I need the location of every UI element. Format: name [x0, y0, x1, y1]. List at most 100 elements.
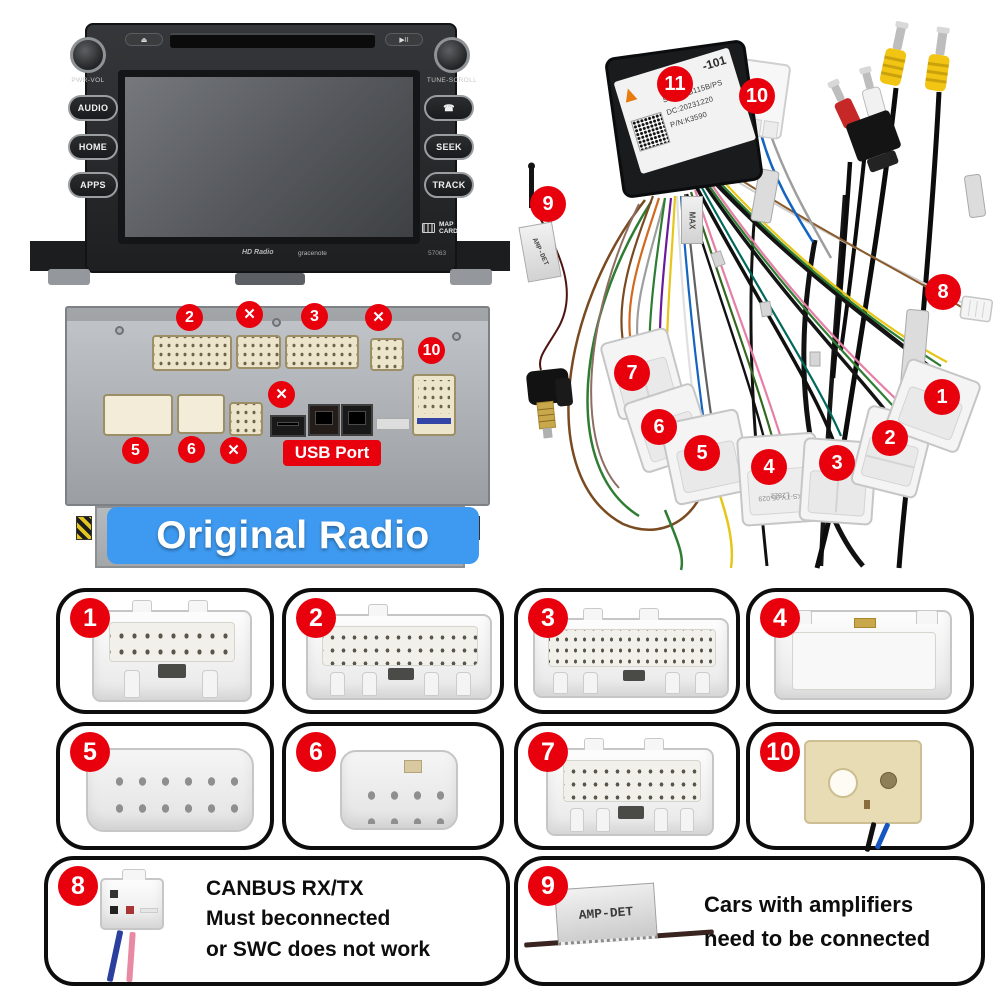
label-strip: [376, 418, 410, 430]
connector-socket-10: [412, 374, 456, 436]
port-socket: [308, 404, 340, 436]
callout-6: 6: [641, 409, 677, 445]
card-number: 10: [760, 732, 800, 772]
bracket-tab-left: [48, 269, 90, 285]
callout-10: 10: [739, 78, 775, 114]
pwr-vol-label: PWR-VOL: [71, 77, 105, 84]
seek-button: SEEK: [424, 134, 474, 160]
tune-scroll-label: TUNE-SCROLL: [426, 77, 478, 84]
tune-scroll-knob: [434, 37, 470, 73]
callout-3: 3: [819, 445, 855, 481]
connector-photo-5: [86, 748, 254, 832]
home-button: HOME: [68, 134, 118, 160]
callout-3: 3: [301, 303, 328, 330]
callout-2: 2: [872, 420, 908, 456]
original-radio-banner: Original Radio: [107, 507, 479, 564]
connector-card-6: 6: [282, 722, 504, 850]
wire-pink: [126, 931, 136, 983]
connector-socket-6: [177, 394, 225, 434]
callout-8: 8: [925, 274, 961, 310]
play-pause-button: ▶II: [385, 33, 423, 46]
connector-card-3: 3: [514, 588, 740, 714]
callout-2: 2: [176, 304, 203, 331]
harness-connector-8: [959, 295, 994, 323]
phone-icon: ☎: [443, 102, 455, 113]
power-volume-knob: [70, 37, 106, 73]
eject-button: ⏏: [125, 33, 163, 46]
hd-radio-logo: HD Radio: [242, 249, 274, 256]
clip-left: [76, 516, 92, 540]
apps-button: APPS: [68, 172, 118, 198]
x-mark: ✕: [220, 437, 247, 464]
gracenote-logo: gracenote: [298, 250, 327, 257]
usb-port-label: USB Port: [283, 440, 381, 466]
connector-card-2: 2: [282, 588, 504, 714]
card-number: 8: [58, 866, 98, 906]
card-number: 9: [528, 866, 568, 906]
connector-card-5: 5: [56, 722, 274, 850]
note-9-text: Cars with amplifiers need to be connecte…: [704, 892, 931, 952]
wire-blue: [874, 822, 891, 850]
card-number: 3: [528, 598, 568, 638]
connector-photo-2: [306, 604, 492, 700]
screw: [272, 318, 281, 327]
connector-photo-3: [533, 608, 729, 698]
qr-code: [630, 111, 671, 152]
connector-4-print2: L2822: [770, 490, 790, 498]
callout-9: 9: [530, 186, 566, 222]
connector-photo-7: [546, 738, 714, 836]
radio-front-photo: ⏏ ▶II PWR-VOL AUDIO HOME APPS TUNE-SCROL…: [30, 15, 510, 287]
eject-icon: ⏏: [140, 36, 148, 44]
callout-1: 1: [924, 379, 960, 415]
card-number: 2: [296, 598, 336, 638]
sd-card-icon: [422, 223, 435, 234]
max-tag: MAX: [681, 196, 703, 244]
rca-red: [827, 78, 861, 129]
radio-back-photo: 2 ✕ 3 ✕ 10 ✕ 5 6 ✕ USB Port Original Rad…: [40, 288, 510, 580]
connector-photo-1: [92, 600, 252, 702]
rca-yellow: [879, 21, 909, 86]
note-card-9: 9 AMP-DET Cars with amplifiers need to b…: [514, 856, 985, 986]
x-mark: ✕: [365, 304, 392, 331]
canbus-box-label: -101 SWV12B115B/PS DC:20231220 P/N:K3590: [613, 47, 757, 175]
antenna-plug: [526, 368, 573, 439]
bracket-tab-right: [450, 269, 492, 285]
connector-socket-unused: [236, 335, 281, 369]
connector-socket-2: [152, 335, 232, 371]
canbus-decoder-box: -101 SWV12B115B/PS DC:20231220 P/N:K3590: [603, 38, 765, 200]
phone-button: ☎: [424, 95, 474, 121]
callout-5: 5: [684, 435, 720, 471]
canbus-plug-photo: [100, 869, 164, 930]
connector-socket-3: [285, 335, 359, 369]
rca-yellow: [924, 26, 950, 92]
connector-photo-4: [774, 610, 952, 700]
connector-socket-unused: [229, 402, 263, 436]
brand-logo-icon: [622, 86, 638, 103]
track-button: TRACK: [424, 172, 474, 198]
connector-card-7: 7: [514, 722, 740, 850]
touch-screen: [118, 70, 420, 244]
disc-slot: [170, 33, 375, 48]
card-number: 4: [760, 598, 800, 638]
wire-blue: [106, 929, 124, 983]
callout-11: 11: [657, 66, 693, 102]
wiring-harness-photo: KS-TY-05.029 L2822: [515, 10, 1000, 576]
play-pause-icon: ▶II: [399, 36, 409, 44]
connector-4-print: KS-TY-05.029: [758, 492, 802, 502]
callout-5: 5: [122, 437, 149, 464]
screw: [115, 326, 124, 335]
screw: [452, 332, 461, 341]
amp-det-flag: AMP-DET: [554, 882, 658, 946]
card-number: 5: [70, 732, 110, 772]
connector-card-4: 4: [746, 588, 974, 714]
callout-4: 4: [751, 449, 787, 485]
connector-photo-10: [804, 740, 922, 824]
connector-card-1: 1: [56, 588, 274, 714]
callout-6: 6: [178, 436, 205, 463]
connector-socket-unused: [370, 338, 404, 371]
audio-button: AUDIO: [68, 95, 118, 121]
card-label: CARD: [439, 228, 458, 236]
x-mark: ✕: [268, 381, 295, 408]
